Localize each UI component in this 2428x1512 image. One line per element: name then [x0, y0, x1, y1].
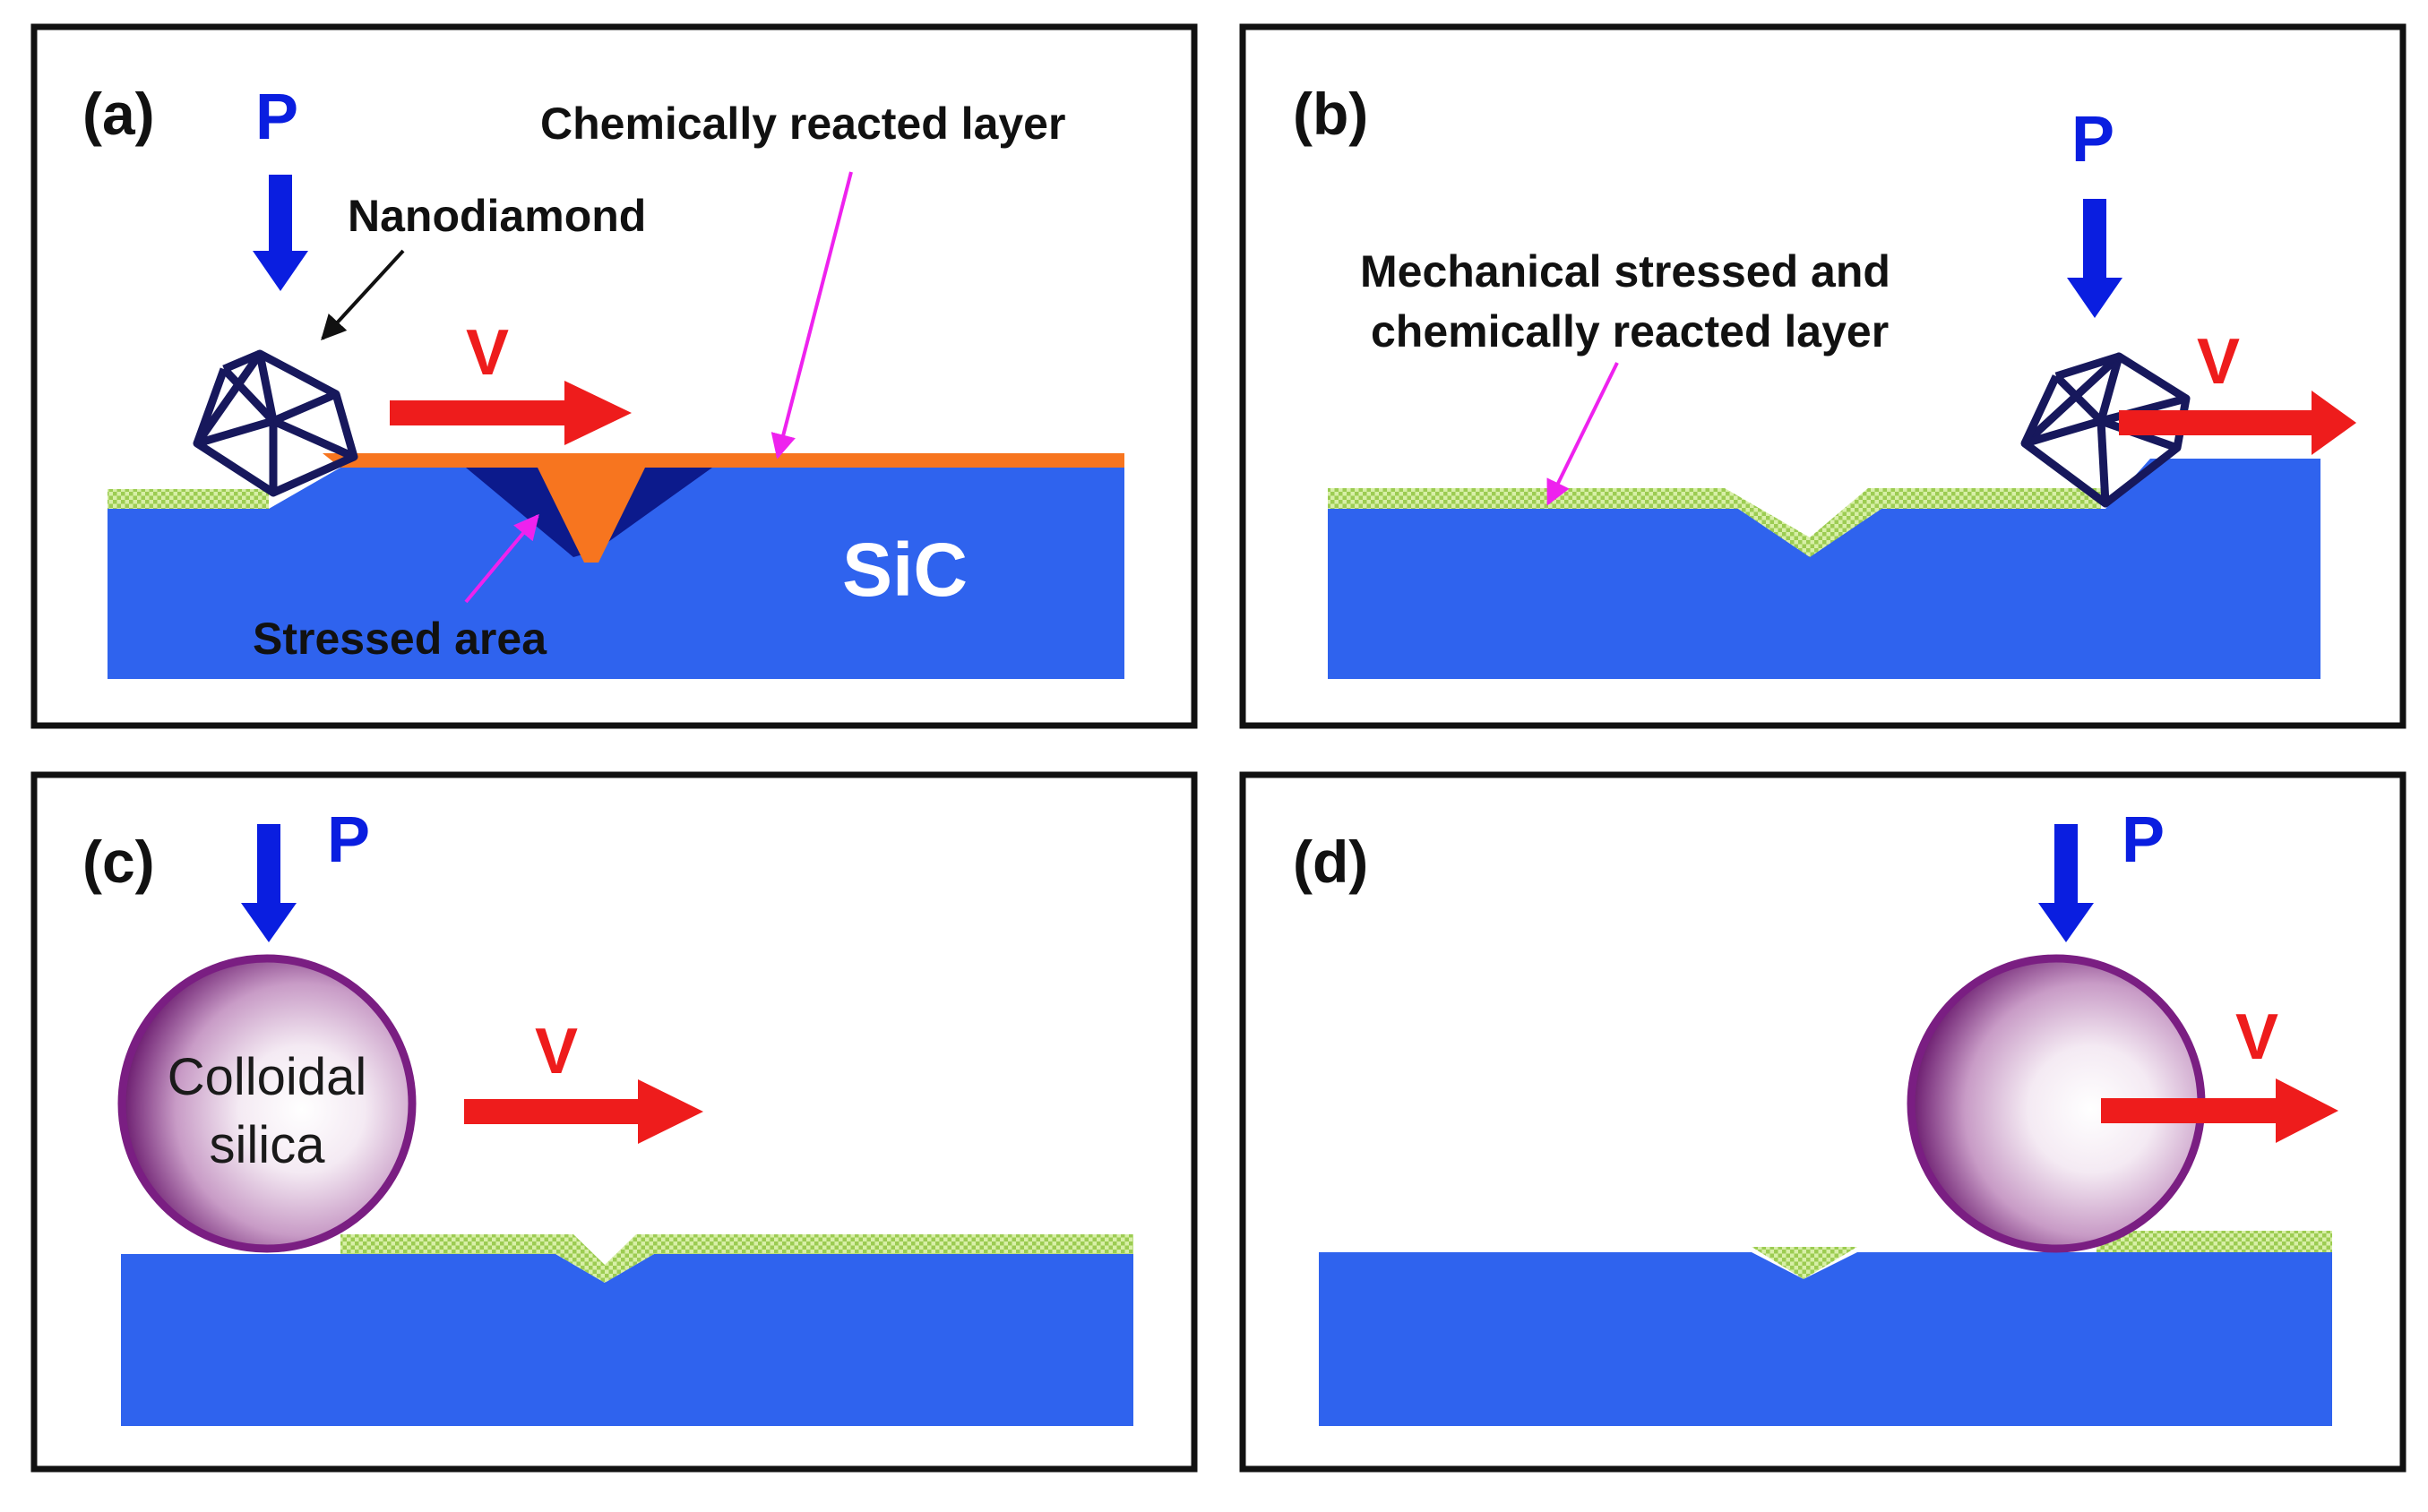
force-label-a: P — [255, 82, 298, 153]
particle-label-line2: silica — [210, 1116, 326, 1174]
velocity-arrow-d — [2101, 1078, 2338, 1143]
panel-a: (a) P Nanodiamond Chemically reacted lay… — [30, 23, 1198, 729]
sic-substrate — [1328, 459, 2320, 679]
colloidal-silica-particle — [117, 954, 417, 1253]
nanodiamond-label: Nanodiamond — [348, 191, 646, 241]
velocity-label-b: V — [2197, 326, 2240, 398]
sic-substrate — [121, 1254, 1133, 1426]
velocity-label-a: V — [466, 317, 509, 389]
chemically-reacted-layer — [323, 453, 1124, 563]
panel-d: (d) P V — [1239, 771, 2406, 1473]
velocity-label-d: V — [2235, 1001, 2278, 1073]
panel-b: (b) P V Mechanical stressed and chemical… — [1239, 23, 2406, 729]
panel-label-d: (d) — [1293, 829, 1368, 895]
panel-c: (c) P V Colloidal silica — [30, 771, 1198, 1473]
velocity-arrow-c — [464, 1079, 703, 1144]
stressed-area-leader — [464, 513, 539, 604]
sic-substrate — [1319, 1252, 2332, 1426]
force-arrow-c — [241, 824, 297, 942]
force-label-d: P — [2122, 804, 2165, 876]
velocity-arrow-b — [2119, 391, 2356, 455]
force-arrow-b — [2067, 199, 2122, 318]
panel-label-a: (a) — [82, 81, 155, 147]
nanodiamond-leader — [321, 249, 405, 341]
stressed-area-label: Stressed area — [253, 614, 547, 664]
force-label-b: P — [2071, 104, 2114, 176]
force-arrow-a — [253, 175, 308, 291]
reacted-layer-hatched — [1328, 488, 2101, 557]
layer-label-b-line1: Mechanical stressed and — [1360, 246, 1890, 296]
nanodiamond-icon — [193, 349, 358, 497]
reacted-layer-hatched — [340, 1234, 1133, 1283]
reacted-layer-leader — [771, 171, 853, 460]
force-label-c: P — [327, 804, 370, 876]
reacted-layer-hatched — [108, 489, 269, 509]
substrate-label: SiC — [842, 528, 968, 612]
velocity-label-c: V — [535, 1016, 578, 1087]
layer-label-b-line2: chemically reacted layer — [1371, 306, 1889, 357]
panel-label-c: (c) — [82, 829, 155, 895]
layer-leader-b — [1546, 362, 1619, 506]
force-arrow-d — [2038, 824, 2094, 942]
panel-label-b: (b) — [1293, 81, 1368, 147]
reacted-layer-hatched — [2097, 1231, 2332, 1252]
reacted-layer-hatched — [1752, 1247, 1857, 1279]
sic-substrate — [108, 468, 1124, 679]
velocity-arrow-a — [390, 381, 632, 445]
reacted-layer-label: Chemically reacted layer — [540, 99, 1065, 149]
particle-label-line1: Colloidal — [168, 1048, 366, 1106]
